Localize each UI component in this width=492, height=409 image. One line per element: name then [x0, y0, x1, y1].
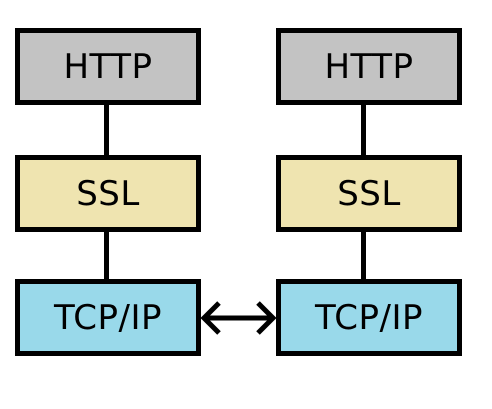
right-http-label: HTTP [324, 46, 414, 87]
right-ssl-tcp-connector [361, 232, 366, 279]
left-http-label: HTTP [63, 46, 153, 87]
left-tcpip-layer: TCP/IP [15, 279, 201, 356]
left-http-ssl-connector [104, 105, 109, 155]
right-tcpip-layer: TCP/IP [276, 279, 462, 356]
right-ssl-label: SSL [337, 173, 401, 214]
left-ssl-tcp-connector [104, 232, 109, 279]
left-ssl-layer: SSL [15, 155, 201, 232]
left-tcpip-label: TCP/IP [53, 297, 162, 338]
right-http-ssl-connector [361, 105, 366, 155]
double-headed-arrow-icon [200, 301, 277, 335]
right-ssl-layer: SSL [276, 155, 462, 232]
right-tcpip-label: TCP/IP [314, 297, 423, 338]
left-http-layer: HTTP [15, 28, 201, 105]
left-ssl-label: SSL [76, 173, 140, 214]
right-http-layer: HTTP [276, 28, 462, 105]
